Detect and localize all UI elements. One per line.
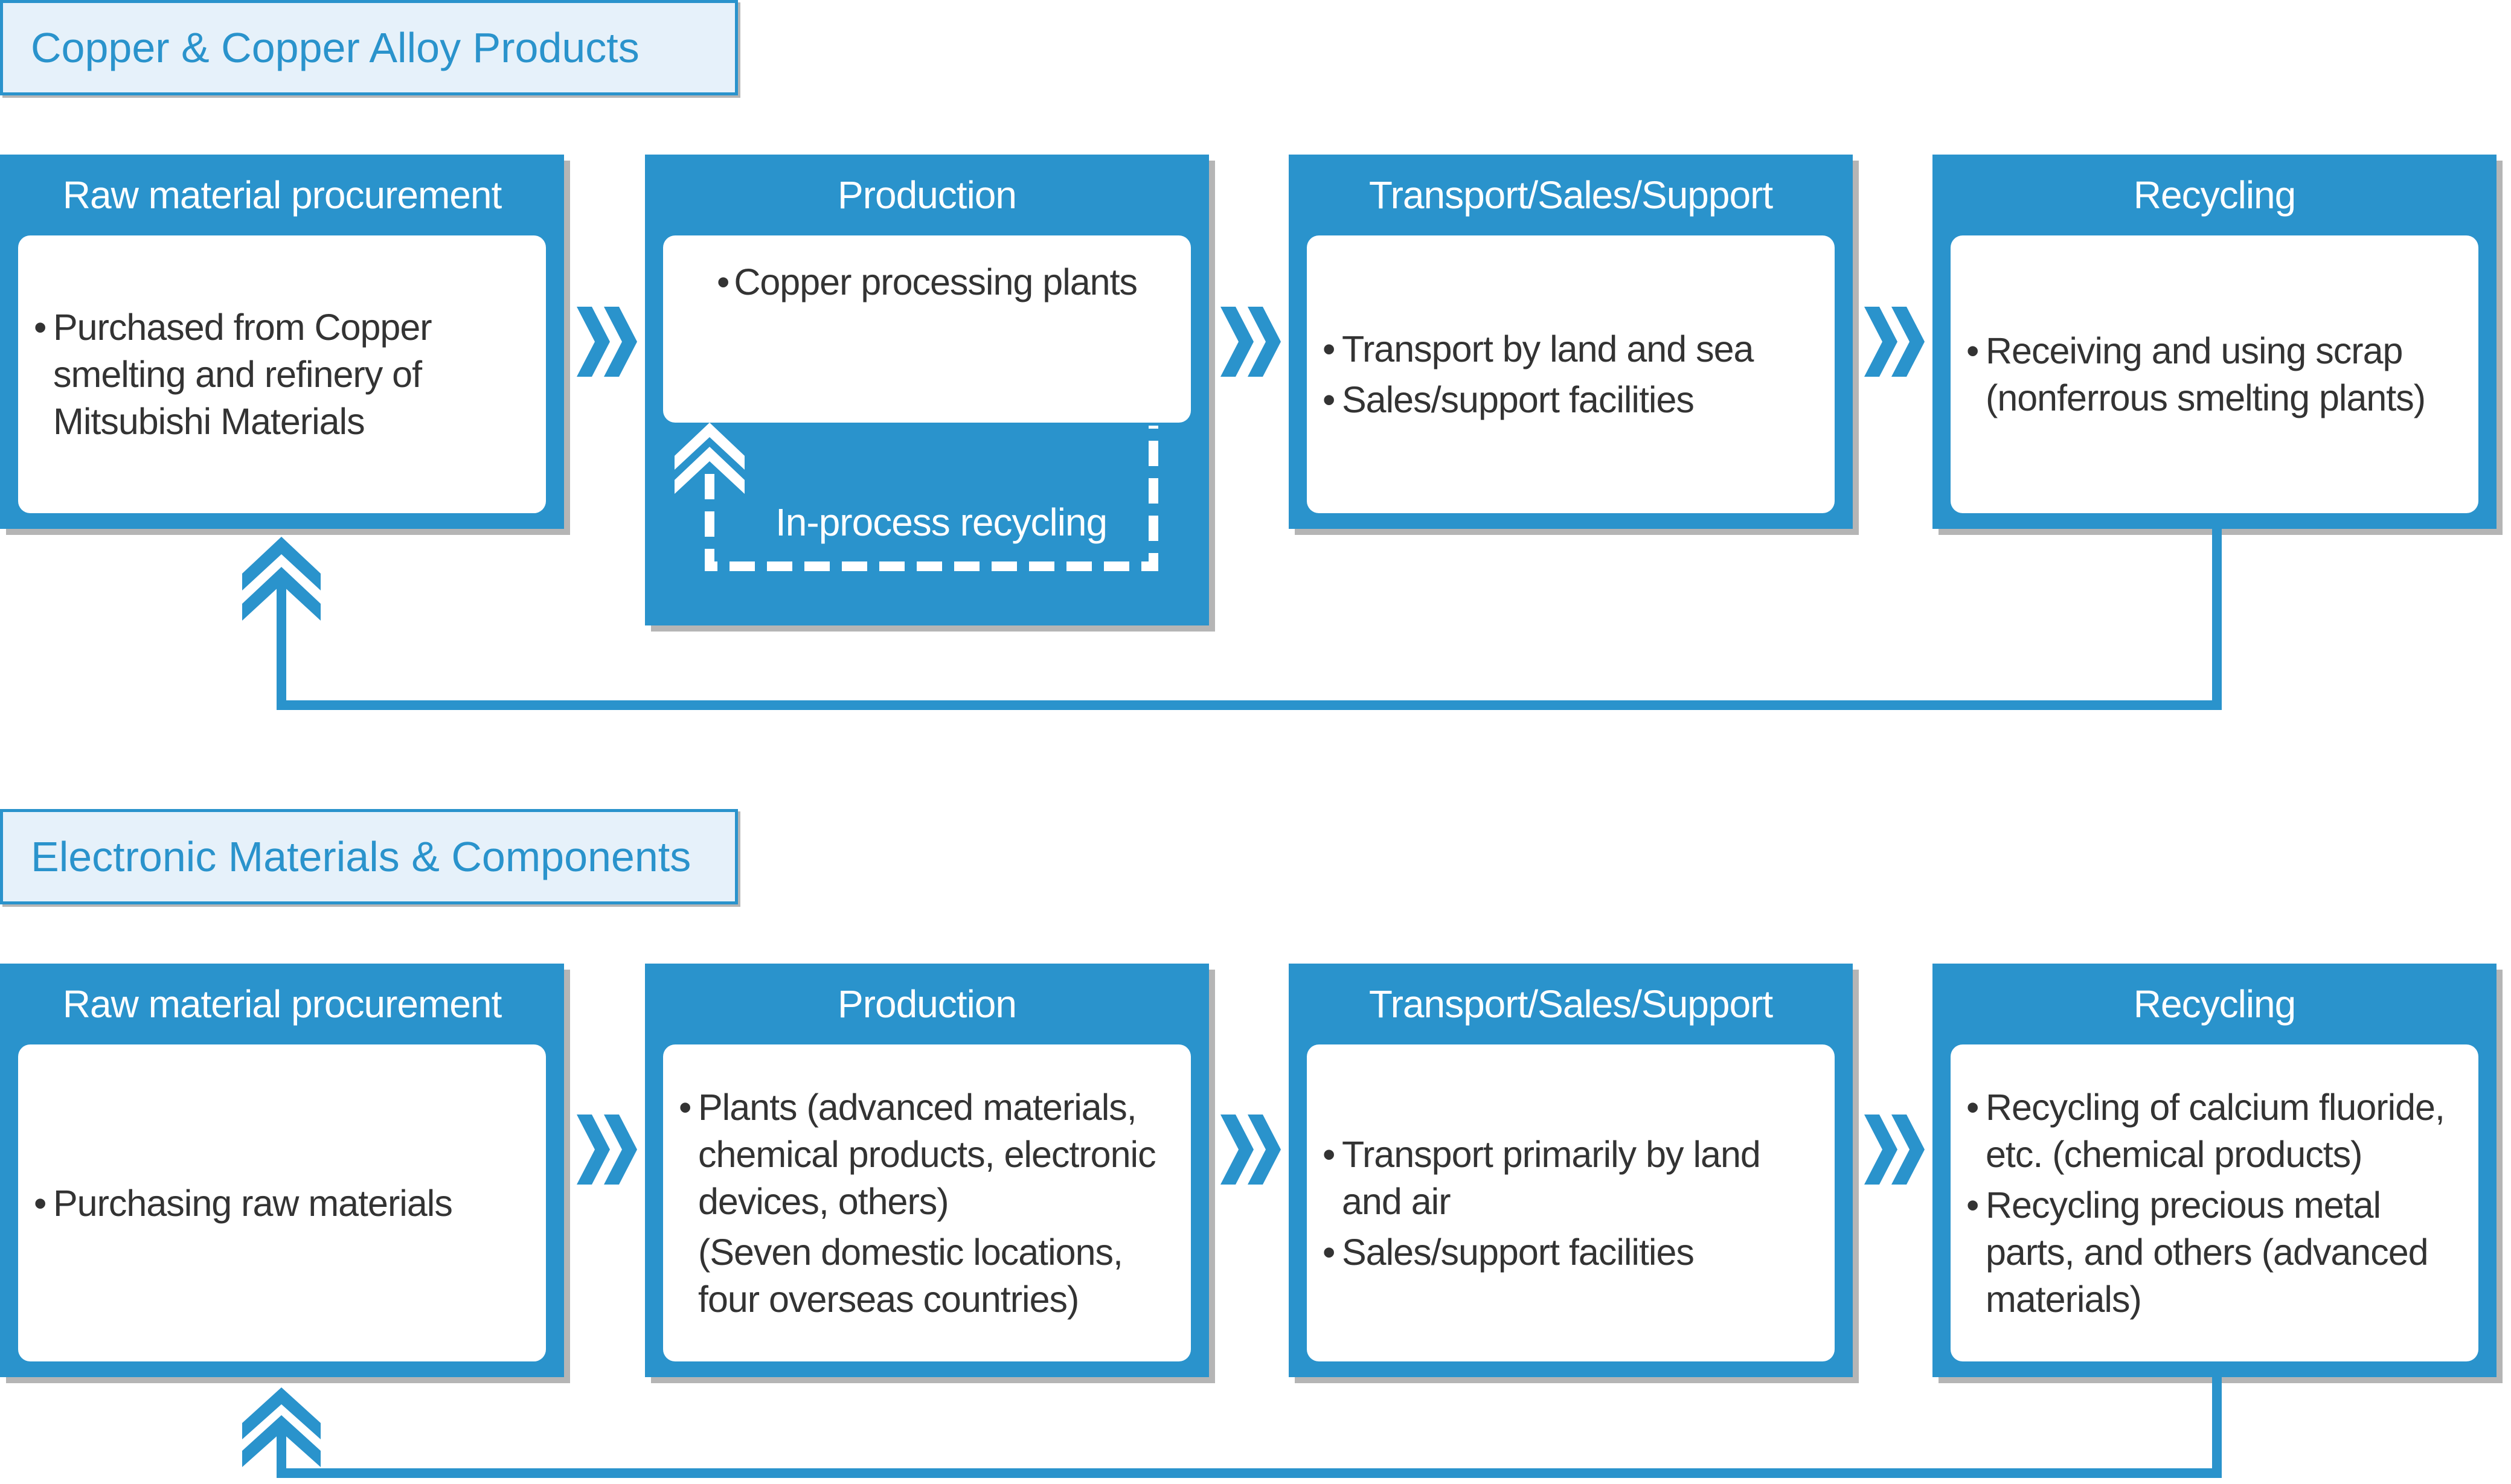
stage-body: Plants (advanced materials, chemical pro… [663,1044,1191,1361]
stage-item: Recycling precious metal parts, and othe… [1966,1182,2463,1323]
stage-body: Purchasing raw materials [18,1044,546,1361]
stage-title: Transport/Sales/Support [1368,982,1773,1026]
stage-item: Plants (advanced materials, chemical pro… [679,1084,1175,1225]
stage-item: Sales/support facilities [1323,1229,1819,1276]
stage-item: Purchased from Copper smelting and refin… [34,304,530,445]
return-loop [242,1377,2222,1478]
stage-title: Recycling [2133,173,2296,217]
double-chevron-right-icon [1864,307,1925,377]
stage-body: Transport primarily by land and air Sale… [1307,1044,1835,1361]
stage-body: Purchased from Copper smelting and refin… [18,235,546,513]
double-chevron-right-icon [1220,1115,1281,1185]
double-chevron-right-icon [1220,307,1281,377]
stage-raw-material: Raw material procurement Purchasing raw … [0,964,564,1377]
stage-item: Transport by land and sea [1323,325,1819,373]
stage-transport: Transport/Sales/Support Transport by lan… [1289,155,1853,529]
stage-title: Recycling [2133,982,2296,1026]
stage-production: Production Plants (advanced materials, c… [645,964,1209,1377]
stage-item: Transport primarily by land and air [1323,1131,1819,1225]
return-loop [242,529,2222,710]
stage-production: Production Copper processing plants In-p… [645,155,1209,625]
double-chevron-right-icon [577,307,637,377]
stage-body: Receiving and using scrap (nonferrous sm… [1951,235,2478,513]
section-title: Copper & Copper Alloy Products [0,0,738,95]
stage-recycling: Recycling Recycling of calcium fluoride,… [1932,964,2497,1377]
in-process-recycling-label: In-process recycling [775,501,1108,544]
section-title: Electronic Materials & Components [0,809,738,904]
stage-title: Production [838,982,1017,1026]
stage-title: Production [838,173,1017,217]
stage-recycling: Recycling Receiving and using scrap (non… [1932,155,2497,529]
stage-title: Transport/Sales/Support [1368,173,1773,217]
stage-transport: Transport/Sales/Support Transport primar… [1289,964,1853,1377]
in-process-recycling-loop [675,423,1158,571]
stage-raw-material: Raw material procurement Purchased from … [0,155,564,529]
stage-title: Raw material procurement [62,982,502,1026]
double-chevron-up-icon [242,537,321,621]
stage-item: Purchasing raw materials [34,1180,530,1227]
double-chevron-right-icon [1864,1115,1925,1185]
double-chevron-up-icon [242,1387,321,1467]
stage-item: Recycling of calcium fluoride, etc. (che… [1966,1084,2463,1178]
stage-item: Receiving and using scrap (nonferrous sm… [1966,327,2463,421]
stage-body: Transport by land and sea Sales/support … [1307,235,1835,513]
stage-title: Raw material procurement [62,173,502,217]
stage-item: Sales/support facilities [1323,376,1819,423]
stage-item: Copper processing plants [679,258,1175,305]
double-chevron-up-icon [675,423,745,494]
stage-note: (Seven domestic locations, four overseas… [698,1231,1123,1320]
stage-body: Recycling of calcium fluoride, etc. (che… [1951,1044,2478,1361]
double-chevron-right-icon [577,1115,637,1185]
stage-body: Copper processing plants [663,235,1191,423]
